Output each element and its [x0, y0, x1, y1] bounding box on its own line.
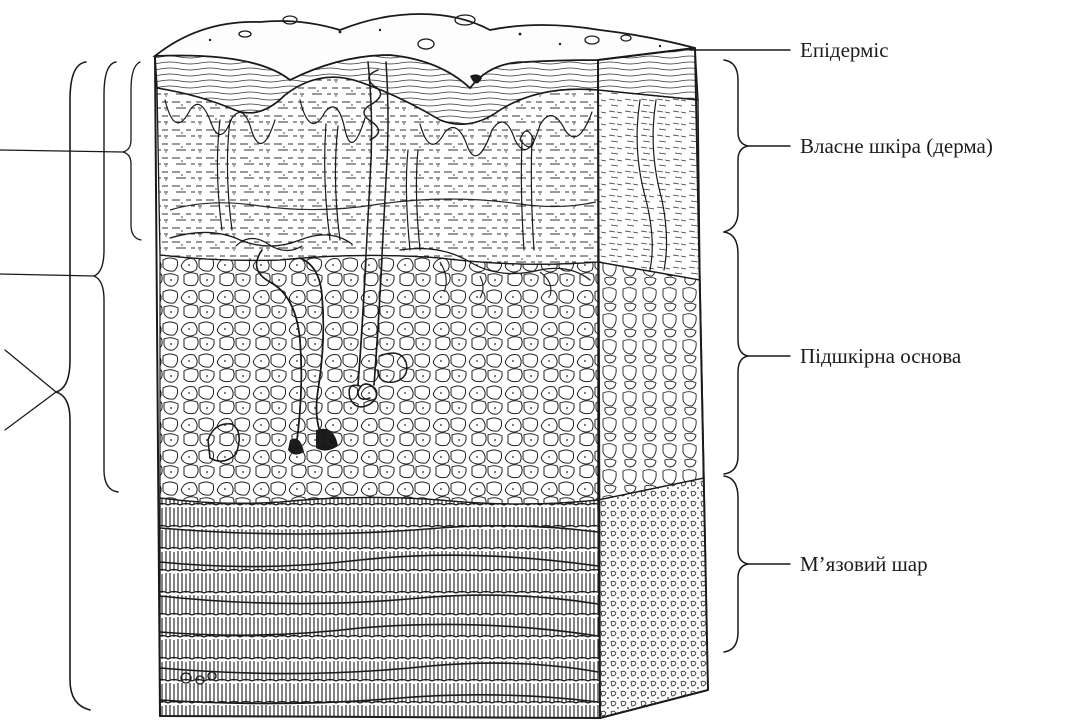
- skin-block: [155, 14, 708, 718]
- side-face-muscle: [598, 478, 708, 718]
- side-face-dermis: [598, 90, 700, 280]
- muscle-front: [160, 497, 600, 718]
- label-muscle-layer: М’язовий шар: [800, 552, 928, 576]
- label-epidermis: Епідерміс: [800, 38, 889, 62]
- side-face-fat: [598, 262, 704, 500]
- label-hypodermis: Підшкірна основа: [800, 344, 962, 368]
- subcutaneous-front: [160, 255, 598, 504]
- left-brackets: [0, 62, 141, 710]
- label-dermis: Власне шкіра (дерма): [800, 134, 993, 158]
